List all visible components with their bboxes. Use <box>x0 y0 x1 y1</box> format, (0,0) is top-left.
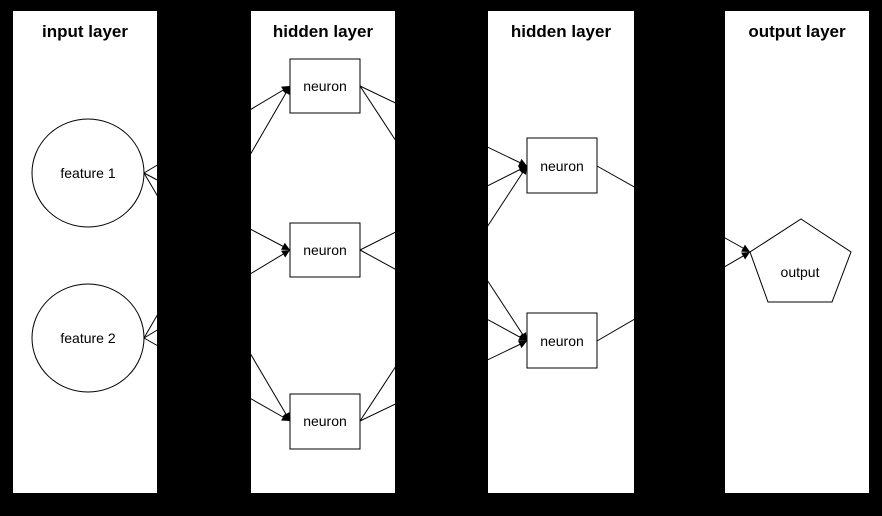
edge-feature2-to-h1n2 <box>143 249 291 339</box>
nodes-layer <box>31 58 852 450</box>
panel-title-output-layer: output layer <box>748 22 846 41</box>
node-hidden1-neuron-3 <box>289 393 361 450</box>
panel-title-hidden-layer-2: hidden layer <box>511 22 612 41</box>
edges-layer <box>143 85 751 422</box>
edge-feature1-to-h1n1 <box>143 85 291 174</box>
label-feature-1: feature 1 <box>60 165 115 181</box>
label-feature-2: feature 2 <box>60 330 115 346</box>
node-hidden2-neuron-2 <box>526 312 598 369</box>
label-hidden1-neuron-3: neuron <box>303 413 347 429</box>
panel-title-hidden-layer-1: hidden layer <box>273 22 374 41</box>
edge-feature2-to-h1n1 <box>143 85 291 339</box>
edge-h2n2-to-out <box>596 251 751 342</box>
label-hidden1-neuron-2: neuron <box>303 242 347 258</box>
panel-hidden-layer-2 <box>488 11 634 493</box>
text-layer: input layer hidden layer hidden layer ou… <box>42 22 846 429</box>
edge-h2n1-to-out <box>596 165 751 253</box>
node-hidden2-neuron-1 <box>526 137 598 194</box>
panel-input-layer <box>13 11 157 493</box>
node-feature-2 <box>31 283 145 393</box>
label-hidden1-neuron-1: neuron <box>303 78 347 94</box>
node-hidden1-neuron-2 <box>289 222 361 278</box>
node-hidden1-neuron-1 <box>289 58 361 114</box>
edge-h1n1-to-h2n1 <box>359 85 528 167</box>
edge-h1n3-to-h2n1 <box>359 165 528 422</box>
edge-feature2-to-h1n3 <box>143 337 291 422</box>
edge-h1n2-to-h2n2 <box>359 249 528 342</box>
node-output-pentagon <box>749 218 852 303</box>
edge-h1n1-to-h2n2 <box>359 85 528 342</box>
panel-title-input-layer: input layer <box>42 22 128 41</box>
label-output: output <box>781 264 820 280</box>
label-hidden2-neuron-1: neuron <box>540 158 584 174</box>
label-hidden2-neuron-2: neuron <box>540 333 584 349</box>
edge-h1n3-to-h2n2 <box>359 340 528 422</box>
edge-feature1-to-h1n3 <box>143 172 291 422</box>
edge-h1n2-to-h2n1 <box>359 165 528 251</box>
node-feature-1 <box>31 118 145 228</box>
